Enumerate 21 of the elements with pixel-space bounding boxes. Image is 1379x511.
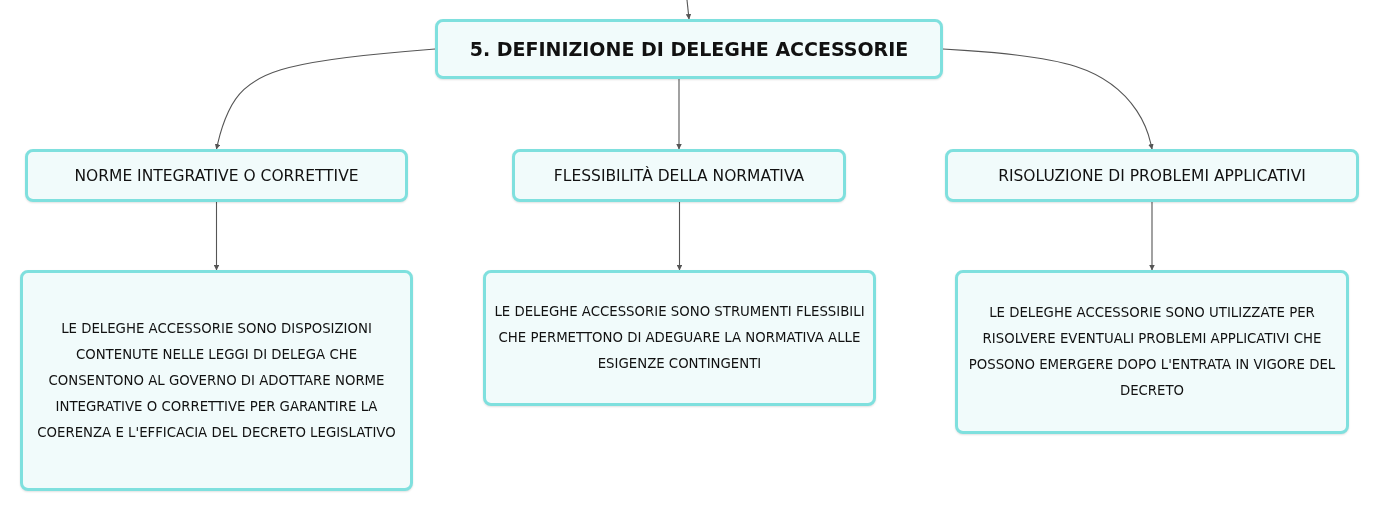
node-text: LE DELEGHE ACCESSORIE SONO UTILIZZATE PER RISOLVERE EVENTUALI PROBLEMI APPLICATIVI CHE POSSONO EMERGERE DOPO L'ENTRATA IN VIGORE DEL DECRETO [967,304,1337,400]
node-text: 5. DEFINIZIONE DI DELEGHE ACCESSORIE [469,38,909,60]
detail-box [20,270,413,491]
arrow [676,78,682,150]
node-text: LE DELEGHE ACCESSORIE SONO DISPOSIZIONI CONTENUTE NELLE LEGGI DI DELEGA CHE CONSENTONO AL GOVERNO DI ADOTTARE NORME INTEGRATIVE O CORRETTIVE PER GARANTIRE LA COERENZA E L'EFFICACIA DEL DECRETO LEGISLATIVO [36,319,397,442]
node-text: LE DELEGHE ACCESSORIE SONO STRUMENTI FLESSIBILI CHE PERMETTONO DI ADEGUARE LA NORMATIVA ALLE ESIGENZE CONTINGENTI [493,303,866,373]
detail-box [955,270,1349,434]
arrow [213,201,220,271]
arrow [676,201,683,271]
detail-box [483,270,876,406]
arrow [942,48,1154,150]
subtopic-box [25,149,408,202]
subtopic-box [512,149,846,202]
arrow [214,48,436,150]
subtopic-box [945,149,1359,202]
node-text: FLESSIBILITÀ DELLA NORMATIVA [553,166,805,185]
node-text: NORME INTEGRATIVE O CORRETTIVE [74,166,359,185]
arrow [1149,201,1155,271]
node-text: RISOLUZIONE DI PROBLEMI APPLICATIVI [998,166,1306,185]
topic-box [435,19,943,79]
arrow [685,0,692,20]
